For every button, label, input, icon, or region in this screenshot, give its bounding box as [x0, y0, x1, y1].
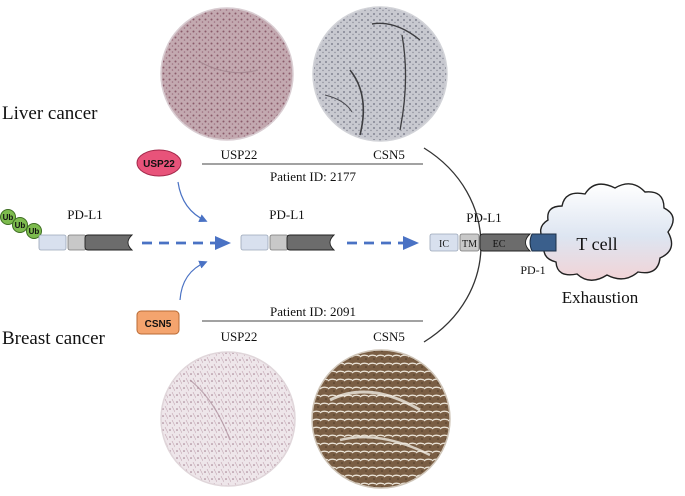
pd-l1-left-label: PD-L1 — [67, 207, 102, 222]
dashed-arrow-2-head — [403, 236, 419, 250]
csn5-arrow — [179, 260, 208, 301]
ubiquitin-label-3: Ub — [29, 227, 40, 236]
pd-l1-left-protein — [38, 234, 134, 251]
tissue-core-liver-csn5 — [312, 6, 448, 142]
patient-id-bottom: Patient ID: 2091 — [270, 304, 356, 319]
tissue-core-breast-usp22 — [160, 351, 296, 487]
pd-l1-middle-protein — [240, 234, 336, 251]
top-usp22-label: USP22 — [221, 147, 258, 162]
pd-1-receptor — [529, 233, 557, 252]
patient-id-top: Patient ID: 2177 — [270, 169, 356, 184]
t-cell-cloud — [540, 183, 674, 281]
liver-cancer-label: Liver cancer — [2, 103, 98, 124]
pd-l1-membrane-protein: IC TM EC — [429, 233, 532, 252]
t-cell-label: T cell — [576, 234, 617, 254]
ubiquitin-label-1: Ub — [3, 213, 14, 222]
csn5-enzyme-label: CSN5 — [145, 319, 172, 330]
usp22-enzyme-label: USP22 — [143, 159, 175, 170]
domain-ec-label: EC — [493, 239, 506, 250]
top-csn5-label: CSN5 — [373, 147, 405, 162]
breast-cancer-label: Breast cancer — [2, 328, 106, 349]
bottom-csn5-label: CSN5 — [373, 329, 405, 344]
domain-tm-label: TM — [462, 239, 477, 250]
pd-l1-membrane-label: PD-L1 — [466, 210, 501, 225]
ubiquitin-chain: Ub Ub Ub — [0, 209, 42, 239]
ubiquitin-label-2: Ub — [15, 221, 26, 230]
tissue-core-breast-csn5 — [311, 349, 451, 489]
csn5-enzyme: CSN5 — [136, 310, 180, 335]
tissue-core-liver-usp22 — [160, 7, 294, 141]
exhaustion-label: Exhaustion — [562, 288, 639, 307]
domain-ic-label: IC — [439, 239, 449, 250]
dashed-arrow-1-head — [215, 236, 231, 250]
usp22-arrow — [177, 181, 208, 223]
pd-l1-middle-label: PD-L1 — [269, 207, 304, 222]
bottom-usp22-label: USP22 — [221, 329, 258, 344]
usp22-enzyme: USP22 — [136, 149, 182, 177]
pd-1-label: PD-1 — [520, 263, 545, 277]
